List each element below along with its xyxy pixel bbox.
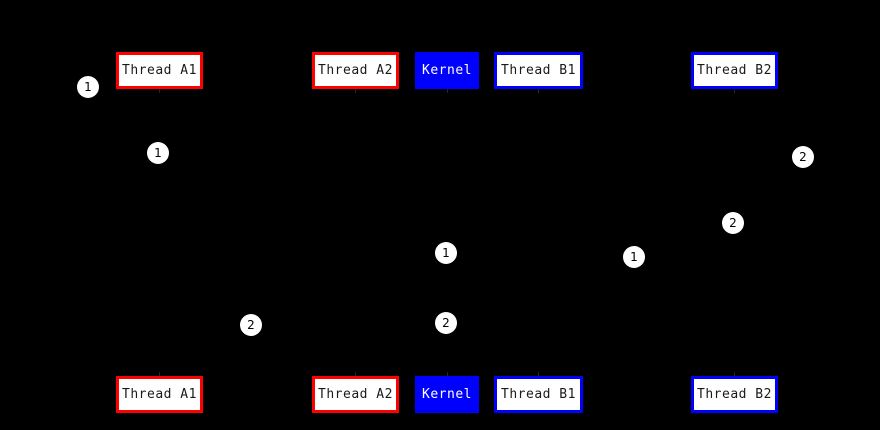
- participant-thread-b2-bottom[interactable]: Thread B2: [691, 376, 778, 413]
- participant-thread-a2-top[interactable]: Thread A2: [312, 52, 399, 89]
- participant-label: Kernel: [422, 63, 472, 78]
- participant-label: Thread B2: [697, 63, 772, 78]
- participant-thread-b2-top[interactable]: Thread B2: [691, 52, 778, 89]
- lifeline-stub-kernel-top: [447, 89, 448, 93]
- step-badge: 2: [722, 212, 744, 234]
- participant-label: Thread A1: [122, 387, 197, 402]
- participant-label: Thread A2: [318, 63, 393, 78]
- step-badge: 1: [147, 142, 169, 164]
- participant-thread-b1-top[interactable]: Thread B1: [494, 52, 583, 89]
- lifeline-stub-thread-a1-top: [159, 89, 160, 93]
- step-badge: 2: [792, 146, 814, 168]
- participant-thread-b1-bottom[interactable]: Thread B1: [494, 376, 583, 413]
- participant-label: Kernel: [422, 387, 472, 402]
- participant-thread-a2-bottom[interactable]: Thread A2: [312, 376, 399, 413]
- lifeline-stub-thread-b2-top: [734, 89, 735, 93]
- lifeline-stub-kernel-bottom: [447, 372, 448, 376]
- step-badge: 2: [240, 314, 262, 336]
- lifeline-stub-thread-b1-top: [538, 89, 539, 93]
- lifeline-stub-thread-a2-bottom: [355, 372, 356, 376]
- step-badge: 1: [435, 242, 457, 264]
- lifeline-stub-thread-b1-bottom: [538, 372, 539, 376]
- step-badge: 1: [77, 76, 99, 98]
- lifeline-stub-thread-a2-top: [355, 89, 356, 93]
- step-badge: 2: [435, 312, 457, 334]
- participant-kernel-bottom[interactable]: Kernel: [415, 376, 479, 413]
- participant-label: Thread A2: [318, 387, 393, 402]
- participant-label: Thread B1: [501, 63, 576, 78]
- participant-thread-a1-top[interactable]: Thread A1: [116, 52, 203, 89]
- participant-label: Thread B1: [501, 387, 576, 402]
- participant-label: Thread A1: [122, 63, 197, 78]
- participant-label: Thread B2: [697, 387, 772, 402]
- participant-thread-a1-bottom[interactable]: Thread A1: [116, 376, 203, 413]
- lifeline-stub-thread-b2-bottom: [734, 372, 735, 376]
- step-badge: 1: [623, 246, 645, 268]
- lifeline-stub-thread-a1-bottom: [159, 372, 160, 376]
- participant-kernel-top[interactable]: Kernel: [415, 52, 479, 89]
